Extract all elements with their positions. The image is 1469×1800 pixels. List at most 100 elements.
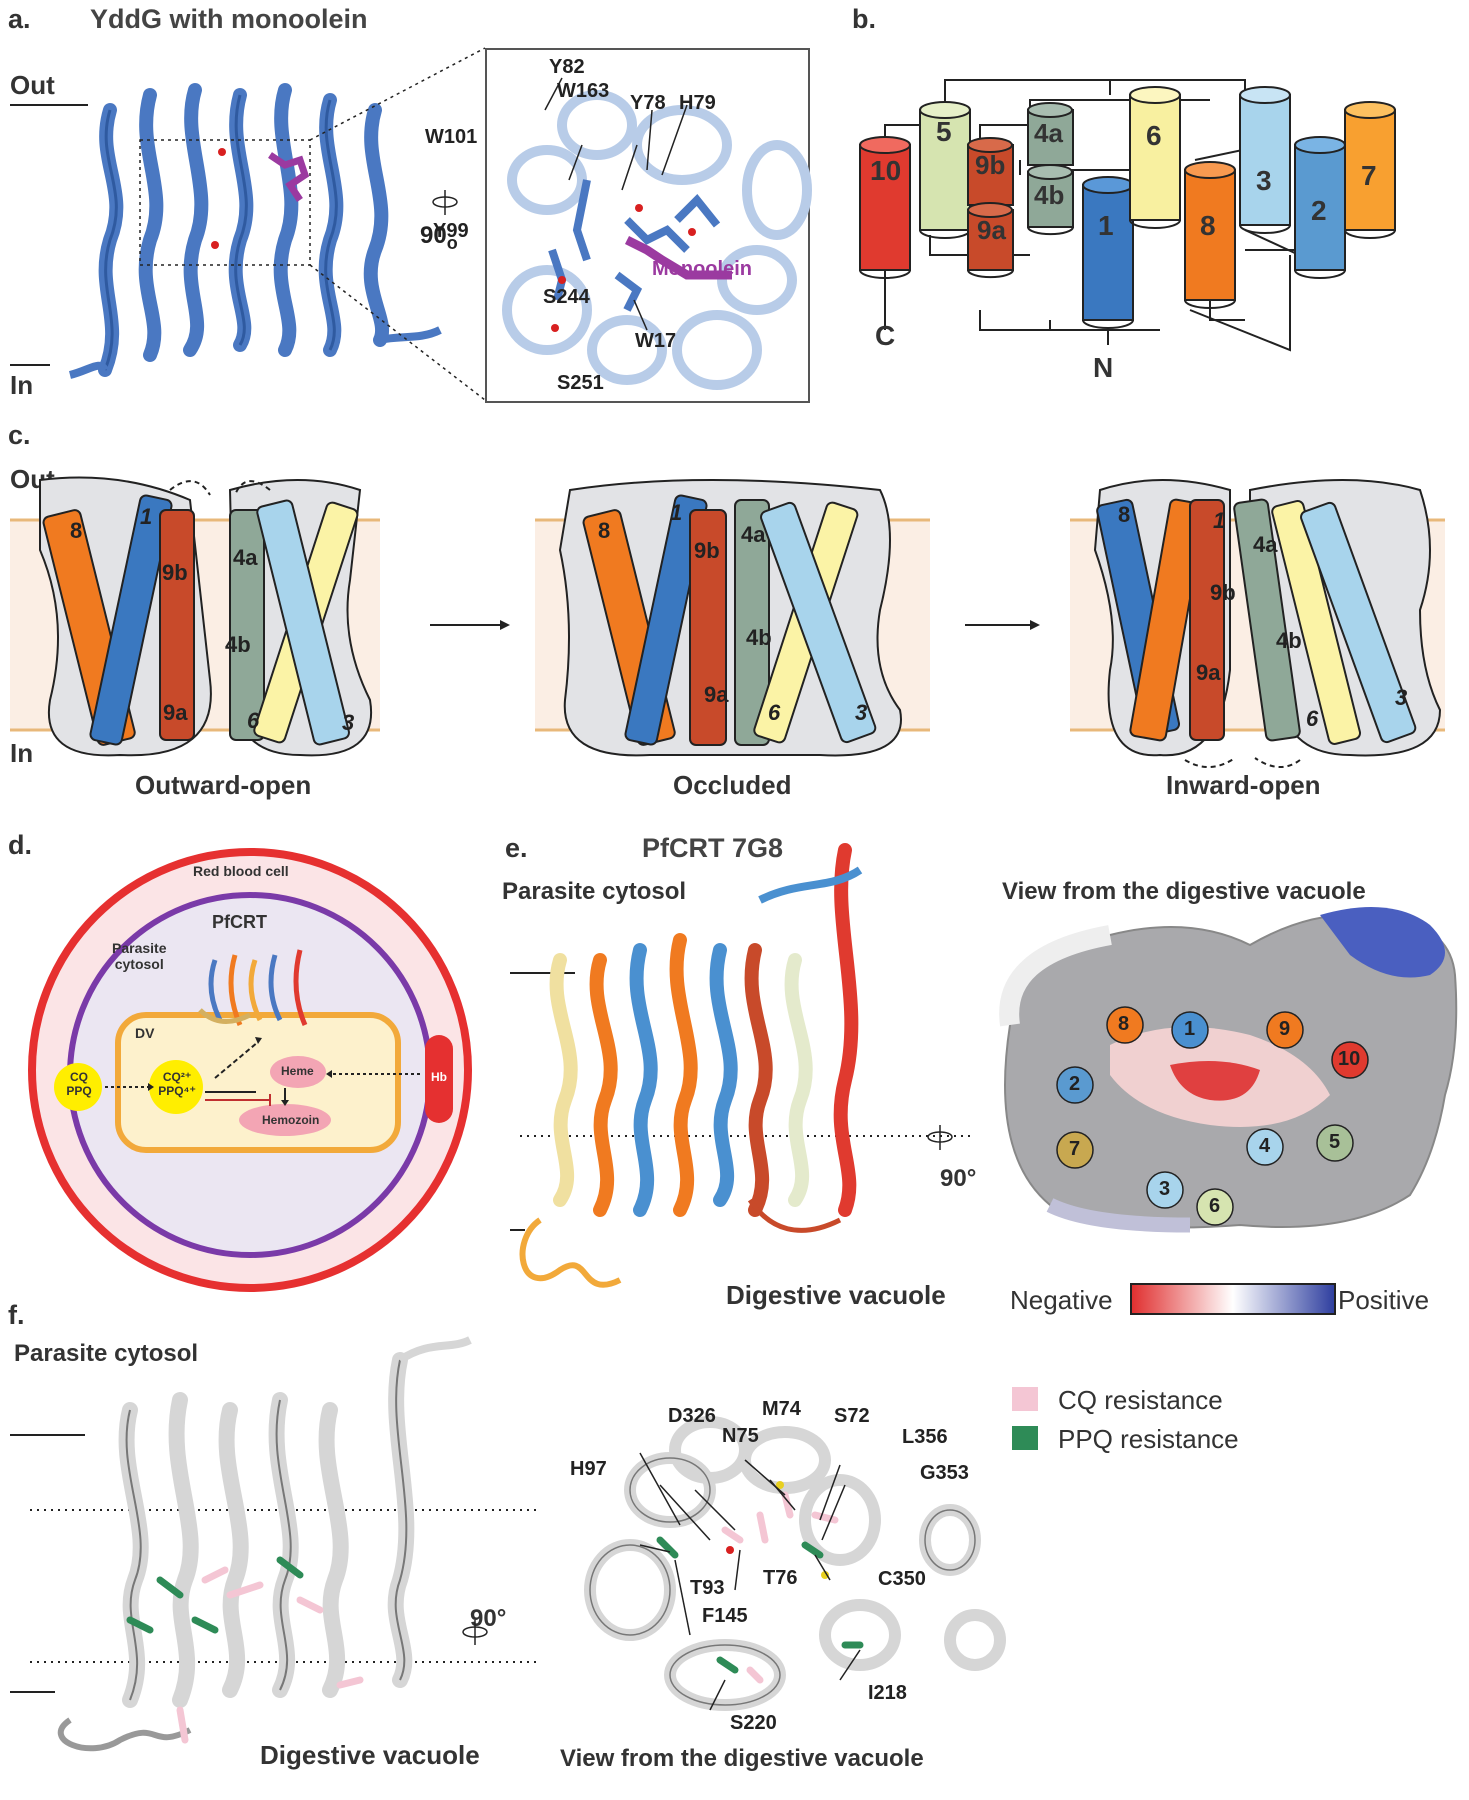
panel-f-cytosol: Parasite cytosol bbox=[14, 1340, 199, 1367]
panel-b-letter: b. bbox=[852, 4, 876, 34]
pfcrt-resistance-structure bbox=[10, 1336, 540, 1752]
residue-s72: S72 bbox=[834, 1405, 870, 1427]
label-pfcrt: PfCRT bbox=[212, 912, 267, 932]
c1-helix-4b: 4b bbox=[225, 632, 251, 657]
residue-s244: S244 bbox=[543, 286, 590, 308]
electrostatic-color-scale bbox=[1130, 1283, 1336, 1315]
scale-positive-label: Positive bbox=[1338, 1285, 1430, 1315]
topo-c-terminus: C bbox=[875, 320, 896, 351]
topo-label-9b: 9b bbox=[975, 150, 1006, 180]
panel-f-letter: f. bbox=[8, 1300, 25, 1330]
legend-cq-label: CQ resistance bbox=[1058, 1385, 1223, 1415]
yddg-zoom-inset: Y82 W163 Y78 H79 W101 Y99 S244 W17 S251 … bbox=[425, 48, 812, 403]
surface-helix-3: 3 bbox=[1159, 1178, 1171, 1200]
helix-4a bbox=[1027, 102, 1074, 166]
surface-helix-2: 2 bbox=[1069, 1073, 1081, 1095]
helix-3 bbox=[1239, 86, 1291, 234]
c2-helix-3: 3 bbox=[855, 700, 868, 725]
panel-e-letter: e. bbox=[505, 833, 528, 863]
pfcrt-structure bbox=[510, 843, 970, 1288]
c2-helix-4a: 4a bbox=[741, 522, 766, 547]
residue-s220: S220 bbox=[730, 1712, 777, 1734]
panel-e-vacuole: Digestive vacuole bbox=[726, 1280, 946, 1310]
helix-8 bbox=[1184, 161, 1236, 309]
panel-a-title: YddG with monoolein bbox=[90, 4, 368, 34]
topo-label-5: 5 bbox=[936, 116, 952, 147]
residue-d326: D326 bbox=[668, 1405, 716, 1427]
label-red-blood-cell: Red blood cell bbox=[193, 863, 289, 879]
surface-helix-5: 5 bbox=[1329, 1131, 1341, 1153]
c3-helix-9a: 9a bbox=[1196, 660, 1221, 685]
helix-1 bbox=[1082, 176, 1134, 329]
label-cq-ppq-inside: CQ²⁺PPQ⁴⁺ bbox=[158, 1070, 196, 1098]
residue-h97: H97 bbox=[570, 1458, 607, 1480]
c2-helix-9b: 9b bbox=[694, 538, 720, 563]
panel-f-vacuole: Digestive vacuole bbox=[260, 1740, 480, 1770]
state-label-inward-open: Inward-open bbox=[1166, 770, 1321, 800]
topo-label-2: 2 bbox=[1311, 195, 1327, 226]
residue-n75: N75 bbox=[722, 1425, 759, 1447]
surface-helix-4: 4 bbox=[1259, 1135, 1271, 1157]
helix-7 bbox=[1344, 101, 1396, 239]
yddg-structure bbox=[10, 47, 486, 401]
helix-9a bbox=[967, 202, 1014, 279]
panel-a-out-label: Out bbox=[10, 70, 55, 100]
residue-m74: M74 bbox=[762, 1398, 801, 1420]
residue-h79: H79 bbox=[679, 92, 716, 114]
residue-i218: I218 bbox=[868, 1682, 907, 1704]
panel-a-rotation: 90o bbox=[420, 222, 458, 253]
residue-t93: T93 bbox=[690, 1577, 725, 1599]
transport-cycle bbox=[10, 476, 1445, 768]
state-outward-open bbox=[39, 476, 373, 757]
label-heme: Heme bbox=[281, 1064, 314, 1078]
c2-helix-8: 8 bbox=[598, 518, 611, 543]
residue-y78: Y78 bbox=[630, 92, 666, 114]
topo-label-1: 1 bbox=[1098, 210, 1114, 241]
surface-helix-6: 6 bbox=[1209, 1195, 1221, 1217]
c1-helix-4a: 4a bbox=[233, 545, 258, 570]
helix-5 bbox=[919, 101, 971, 239]
surface-helix-1: 1 bbox=[1184, 1018, 1196, 1040]
electrostatic-surface bbox=[999, 907, 1458, 1233]
surface-helix-10: 10 bbox=[1338, 1048, 1361, 1070]
parasite-schematic bbox=[28, 848, 472, 1292]
helix-9b bbox=[967, 137, 1014, 206]
residue-g353: G353 bbox=[920, 1462, 969, 1484]
c2-helix-9a: 9a bbox=[704, 682, 729, 707]
topo-label-3: 3 bbox=[1256, 165, 1272, 196]
c2-helix-1: 1 bbox=[670, 500, 683, 525]
ligand-monoolein: Monoolein bbox=[652, 258, 752, 280]
topo-label-8: 8 bbox=[1200, 210, 1216, 241]
c2-helix-6: 6 bbox=[768, 700, 781, 725]
c3-helix-1: 1 bbox=[1213, 508, 1226, 533]
legend-ppq-swatch bbox=[1012, 1426, 1038, 1450]
topo-label-10: 10 bbox=[870, 155, 902, 186]
scale-negative-label: Negative bbox=[1010, 1285, 1113, 1315]
topo-n-terminus: N bbox=[1093, 352, 1114, 383]
c1-helix-9a: 9a bbox=[163, 700, 188, 725]
pfcrt-vacuole-view bbox=[584, 1416, 1006, 1711]
panel-a-letter: a. bbox=[8, 4, 31, 34]
c3-helix-6: 6 bbox=[1306, 706, 1319, 731]
helix-4b bbox=[1027, 164, 1074, 236]
panel-c-in-label: In bbox=[10, 738, 34, 768]
c3-helix-9b: 9b bbox=[1210, 580, 1236, 605]
helix-10 bbox=[859, 136, 911, 279]
topo-label-4b: 4b bbox=[1034, 180, 1065, 210]
panel-e-title: PfCRT 7G8 bbox=[642, 833, 784, 863]
c1-helix-9b: 9b bbox=[162, 560, 188, 585]
c3-helix-3: 3 bbox=[1395, 685, 1408, 710]
helix-6 bbox=[1129, 86, 1181, 229]
surface-helix-8: 8 bbox=[1118, 1013, 1130, 1035]
panel-e-view: View from the digestive vacuole bbox=[1002, 878, 1366, 905]
residue-c350: C350 bbox=[878, 1568, 926, 1590]
panel-e-cytosol: Parasite cytosol bbox=[502, 878, 687, 905]
residue-y82: Y82 bbox=[549, 56, 585, 78]
c1-helix-6: 6 bbox=[247, 708, 260, 733]
label-dv: DV bbox=[135, 1025, 155, 1041]
topo-label-9a: 9a bbox=[977, 215, 1006, 245]
panel-e-rotation: 90° bbox=[940, 1165, 977, 1192]
residue-y99: Y99 bbox=[433, 220, 469, 242]
topo-label-4a: 4a bbox=[1034, 118, 1063, 148]
